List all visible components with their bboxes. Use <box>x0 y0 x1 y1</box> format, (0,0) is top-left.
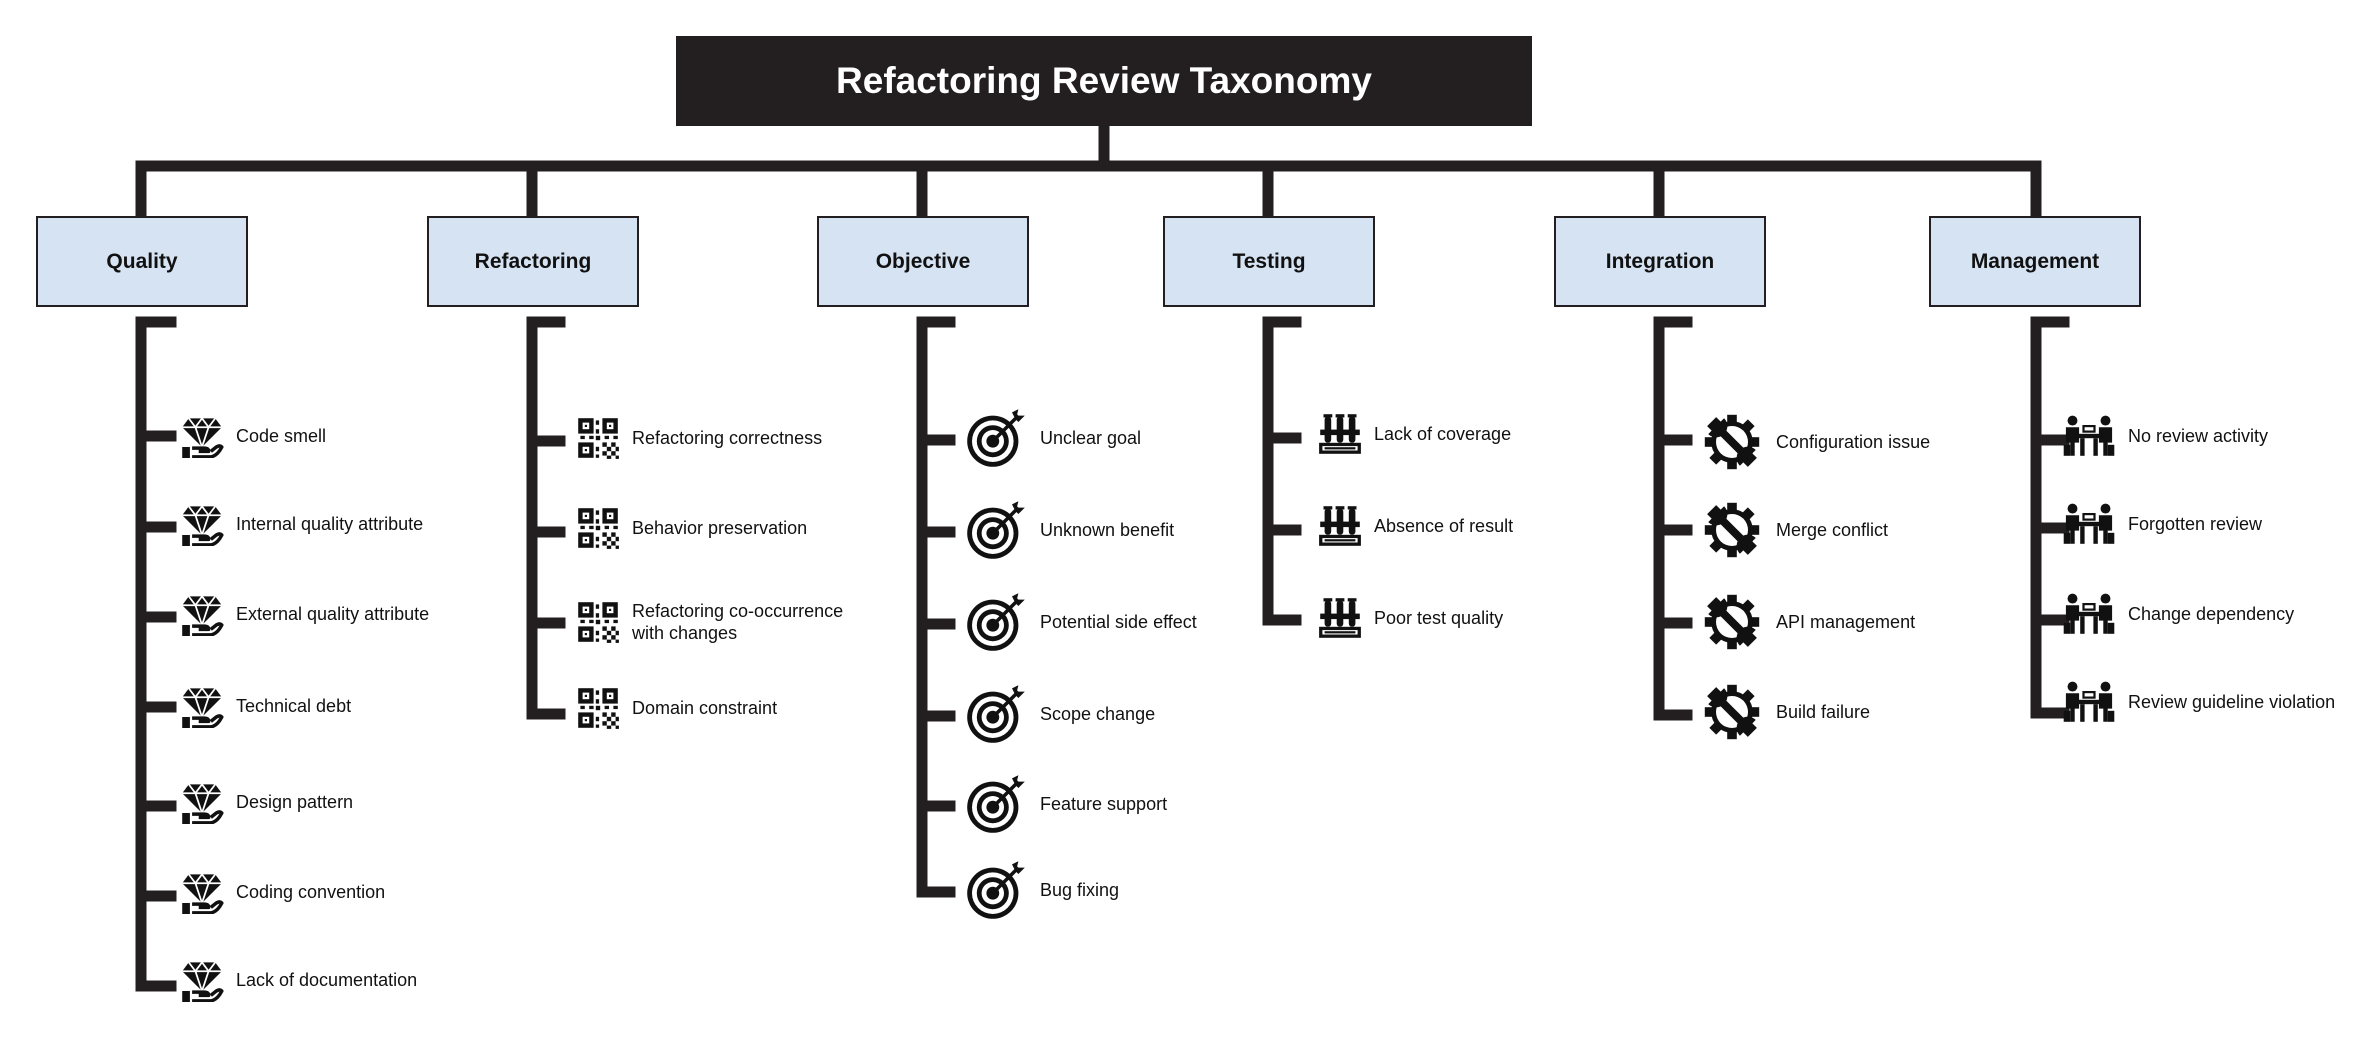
category-refactoring: Refactoring <box>427 216 639 307</box>
item-label: Scope change <box>1040 704 1156 724</box>
item-label: Absence of result <box>1374 516 1514 536</box>
target-arrow-icon <box>964 498 1028 562</box>
item-label: Technical debt <box>236 696 352 716</box>
item-label: Design pattern <box>236 792 354 812</box>
team-meeting-icon <box>2062 680 2116 724</box>
item-configuration-issue: Configuration issue <box>1700 410 1930 474</box>
item-unclear-goal: Unclear goal <box>964 406 1141 470</box>
item-review-guideline-violation: Review guideline violation <box>2062 680 2335 724</box>
item-domain-constraint: Domain constraint <box>576 686 777 730</box>
item-label: Build failure <box>1776 702 1871 722</box>
item-label: Lack of coverage <box>1374 424 1512 444</box>
item-label: Unclear goal <box>1040 428 1142 448</box>
item-label: Merge conflict <box>1776 520 1889 540</box>
team-meeting-icon <box>2062 592 2116 636</box>
gear-wrench-icon <box>1700 498 1764 562</box>
gear-wrench-icon <box>1700 590 1764 654</box>
gem-on-hand-icon <box>180 502 224 546</box>
item-label: Unknown benefit <box>1040 520 1175 540</box>
gem-on-hand-icon <box>180 684 224 728</box>
test-tubes-icon <box>1318 412 1362 456</box>
item-internal-quality-attribute: Internal quality attribute <box>180 502 423 546</box>
item-label: Code smell <box>236 426 327 446</box>
item-label: Lack of documentation <box>236 970 418 990</box>
item-potential-side-effect: Potential side effect <box>964 590 1197 654</box>
item-lack-of-coverage: Lack of coverage <box>1318 412 1511 456</box>
item-label: API management <box>1776 612 1916 632</box>
item-design-pattern: Design pattern <box>180 780 353 824</box>
item-coding-convention: Coding convention <box>180 870 385 914</box>
item-label: Potential side effect <box>1040 612 1197 632</box>
category-testing: Testing <box>1163 216 1375 307</box>
gem-on-hand-icon <box>180 592 224 636</box>
category-management: Management <box>1929 216 2141 307</box>
qr-code-icon <box>576 416 620 460</box>
item-label: Refactoring co-occurrence with changes <box>632 601 844 643</box>
item-merge-conflict: Merge conflict <box>1700 498 1888 562</box>
item-refactoring-correctness: Refactoring correctness <box>576 416 822 460</box>
team-meeting-icon <box>2062 502 2116 546</box>
item-external-quality-attribute: External quality attribute <box>180 592 429 636</box>
item-label: Review guideline violation <box>2128 692 2336 712</box>
item-poor-test-quality: Poor test quality <box>1318 596 1503 640</box>
gem-on-hand-icon <box>180 414 224 458</box>
item-label: No review activity <box>2128 426 2269 446</box>
test-tubes-icon <box>1318 596 1362 640</box>
item-code-smell: Code smell <box>180 414 326 458</box>
item-label: Internal quality attribute <box>236 514 424 534</box>
target-arrow-icon <box>964 772 1028 836</box>
team-meeting-icon <box>2062 414 2116 458</box>
category-integration: Integration <box>1554 216 1766 307</box>
item-label: External quality attribute <box>236 604 430 624</box>
item-label: Poor test quality <box>1374 608 1504 628</box>
item-bug-fixing: Bug fixing <box>964 858 1119 922</box>
gem-on-hand-icon <box>180 958 224 1002</box>
item-label: Feature support <box>1040 794 1168 814</box>
gear-wrench-icon <box>1700 410 1764 474</box>
diagram-title: Refactoring Review Taxonomy <box>676 36 1532 126</box>
item-technical-debt: Technical debt <box>180 684 351 728</box>
gem-on-hand-icon <box>180 780 224 824</box>
item-label: Forgotten review <box>2128 514 2263 534</box>
item-label: Behavior preservation <box>632 518 808 538</box>
target-arrow-icon <box>964 682 1028 746</box>
gem-on-hand-icon <box>180 870 224 914</box>
item-label: Configuration issue <box>1776 432 1931 452</box>
item-label: Refactoring correctness <box>632 428 823 448</box>
item-lack-of-documentation: Lack of documentation <box>180 958 417 1002</box>
item-api-management: API management <box>1700 590 1915 654</box>
qr-code-icon <box>576 600 620 644</box>
target-arrow-icon <box>964 590 1028 654</box>
item-feature-support: Feature support <box>964 772 1167 836</box>
qr-code-icon <box>576 686 620 730</box>
item-forgotten-review: Forgotten review <box>2062 502 2262 546</box>
item-label: Change dependency <box>2128 604 2295 624</box>
item-absence-of-result: Absence of result <box>1318 504 1513 548</box>
item-unknown-benefit: Unknown benefit <box>964 498 1174 562</box>
item-refactoring-co-occurrence: Refactoring co-occurrence with changes <box>576 600 843 644</box>
item-label: Domain constraint <box>632 698 778 718</box>
item-label: Bug fixing <box>1040 880 1120 900</box>
category-quality: Quality <box>36 216 248 307</box>
item-no-review-activity: No review activity <box>2062 414 2268 458</box>
item-change-dependency: Change dependency <box>2062 592 2294 636</box>
item-build-failure: Build failure <box>1700 680 1870 744</box>
gear-wrench-icon <box>1700 680 1764 744</box>
test-tubes-icon <box>1318 504 1362 548</box>
item-behavior-preservation: Behavior preservation <box>576 506 807 550</box>
qr-code-icon <box>576 506 620 550</box>
target-arrow-icon <box>964 858 1028 922</box>
category-objective: Objective <box>817 216 1029 307</box>
target-arrow-icon <box>964 406 1028 470</box>
item-scope-change: Scope change <box>964 682 1155 746</box>
item-label: Coding convention <box>236 882 386 902</box>
